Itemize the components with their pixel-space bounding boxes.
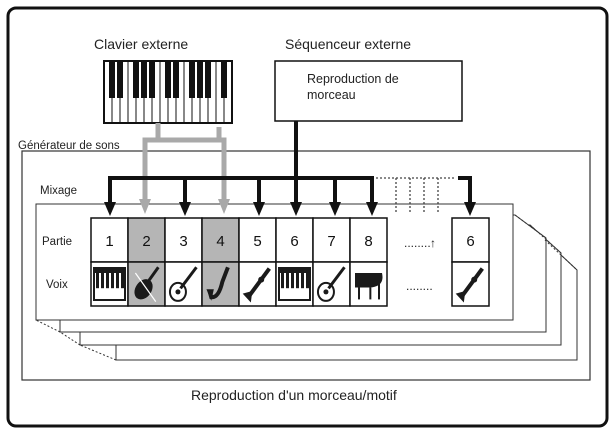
keyboard-label: Clavier externe [94,36,189,52]
violin-icon [134,266,160,302]
sound-generator-box [21,150,591,381]
part-cell-3: 3 [164,217,203,307]
part-number: 8 [364,233,372,250]
grand-piano-icon [355,273,383,300]
saxophone-icon [206,266,230,301]
part-cell-9: 6 [451,217,490,307]
sound-generator-label: Générateur de sons [18,140,120,152]
part-number: 6 [466,233,474,250]
part-cells: 1 2 3 4 5 6 7 8 6 [90,217,490,307]
playback-label-line2: morceau [307,88,356,102]
part-cell-2: 2 [127,217,166,307]
part-number-cell [127,217,166,263]
sequencer-arrowheads [104,202,476,216]
part-number: 5 [253,233,261,250]
outer-frame [6,6,609,428]
trumpet-icon [455,267,484,303]
ellipsis-voice-row: ........ [406,279,433,293]
playback-label-line1: Reproduction de [307,72,399,86]
sequencer-playback-box [274,60,463,122]
dotted-continuation-lines [376,177,455,214]
gray-arrowhead-part-4 [218,199,230,214]
piano-keys-icon [278,267,311,301]
part-cell-6: 6 [275,217,314,307]
keyboard-routing-lines [142,123,227,203]
part-row-label: Partie [42,236,73,248]
part-cell-8: 8 [349,217,388,307]
sequencer-routing-lines [108,121,472,205]
part-number-cell [349,217,388,263]
part-cell-1: 1 [90,217,129,307]
guitar-icon [316,266,346,302]
ellipsis-arrow: ↑ [430,236,436,250]
part-cell-7: 7 [312,217,351,307]
part-cell-4: 4 [201,217,240,307]
mixing-label: Mixage [40,185,78,197]
gray-arrowhead-part-2 [139,199,151,214]
part-cell-5: 5 [238,217,277,307]
part-number: 2 [142,233,150,250]
part-number: 3 [179,233,187,250]
part-number-cell [164,217,203,263]
ellipsis-part-row: ........ [404,236,431,250]
piano-keys-icon [93,267,126,301]
part-number: 7 [327,233,335,250]
guitar-icon [168,266,198,302]
part-number: 4 [216,233,224,250]
sequencer-label: Séquenceur externe [285,36,412,52]
part-number-cell [451,217,490,263]
part-number: 1 [105,233,113,250]
voice-row-label: Voix [46,279,68,291]
part-number: 6 [290,233,298,250]
keyboard-icon [103,60,233,124]
trumpet-icon [242,267,271,303]
footer-caption: Reproduction d'un morceau/motif [191,387,397,403]
part-number-cell [312,217,351,263]
